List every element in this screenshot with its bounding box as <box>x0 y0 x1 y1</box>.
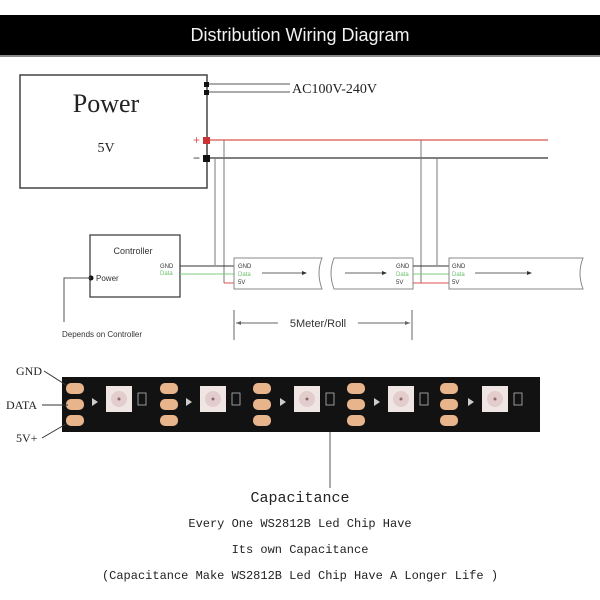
controller-power-label: Power <box>96 274 119 283</box>
capacitor <box>325 392 335 406</box>
copper-pad <box>253 415 271 426</box>
led-die <box>211 397 215 401</box>
pin-gnd: GND <box>396 264 410 270</box>
pin-data: Data <box>238 272 251 278</box>
minus-sign: − <box>193 151 200 165</box>
controller: Controller Power GND Data Depends on Con… <box>62 234 181 339</box>
controller-note: Depends on Controller <box>62 330 142 339</box>
copper-pad <box>160 415 178 426</box>
ac-input-label: AC100V-240V <box>292 82 377 97</box>
led-die <box>305 397 309 401</box>
negative-terminal <box>203 155 210 162</box>
capacitor <box>231 392 241 406</box>
caption-title: Capacitance <box>250 490 350 507</box>
controller-box <box>89 234 181 298</box>
pin-5v: 5V <box>396 280 403 286</box>
capacitor <box>513 392 523 406</box>
led-die <box>117 397 121 401</box>
strip-segment-1: GND Data 5V <box>233 257 323 290</box>
direction-arrow-icon <box>468 398 474 406</box>
copper-pad <box>66 415 84 426</box>
copper-pad <box>253 383 271 394</box>
copper-pad <box>160 399 178 410</box>
strip-segment-2: GND Data 5V <box>330 257 414 290</box>
power-box <box>19 74 208 189</box>
controller-label: Controller <box>113 246 152 256</box>
copper-pad <box>66 399 84 410</box>
plus-sign: + <box>193 133 200 147</box>
direction-arrow-icon <box>92 398 98 406</box>
pin-gnd: GND <box>452 264 466 270</box>
direction-arrow-icon <box>374 398 380 406</box>
copper-pad <box>347 415 365 426</box>
capacitor <box>419 392 429 406</box>
label-5v: 5V+ <box>16 431 38 445</box>
direction-arrow-icon <box>186 398 192 406</box>
power-supply: Power 5V AC100V-240V + − <box>19 74 377 189</box>
led-strip-photo: GND DATA 5V+ <box>6 364 540 488</box>
pin-data: Data <box>452 272 465 278</box>
direction-arrow-icon <box>280 398 286 406</box>
copper-pad <box>440 383 458 394</box>
copper-pad <box>253 399 271 410</box>
caption-line-1: Every One WS2812B Led Chip Have <box>188 517 412 531</box>
caption-line-2: Its own Capacitance <box>231 543 369 557</box>
dimension-label: 5Meter/Roll <box>290 318 346 330</box>
power-voltage: 5V <box>97 141 114 156</box>
copper-pad <box>440 415 458 426</box>
copper-pad <box>347 399 365 410</box>
caption-line-3: (Capacitance Make WS2812B Led Chip Have … <box>101 569 499 583</box>
power-label: Power <box>73 89 140 118</box>
positive-terminal <box>203 137 210 144</box>
arrow-head-icon <box>382 271 387 275</box>
controller-data-label: Data <box>160 271 173 277</box>
label-data: DATA <box>6 398 37 412</box>
pin-5v: 5V <box>238 280 245 286</box>
arrow-head-icon <box>302 271 307 275</box>
controller-gnd-label: GND <box>160 264 174 270</box>
page-title: Distribution Wiring Diagram <box>190 24 410 45</box>
ac-terminal-1 <box>204 82 209 87</box>
pin-5v: 5V <box>452 280 459 286</box>
controller-power-lead <box>63 277 91 322</box>
ac-terminal-2 <box>204 90 209 95</box>
copper-pad <box>160 383 178 394</box>
arrow-head-icon <box>527 271 532 275</box>
capacitor <box>137 392 147 406</box>
led-die <box>399 397 403 401</box>
pin-data: Data <box>396 272 409 278</box>
pin-gnd: GND <box>238 264 252 270</box>
led-die <box>493 397 497 401</box>
dimension-indicator: 5Meter/Roll <box>233 310 413 340</box>
strip-segment-3: GND Data 5V <box>448 257 584 290</box>
copper-pad <box>347 383 365 394</box>
copper-pad <box>66 383 84 394</box>
label-gnd: GND <box>16 364 42 378</box>
copper-pad <box>440 399 458 410</box>
title-bar: Distribution Wiring Diagram <box>0 15 600 57</box>
